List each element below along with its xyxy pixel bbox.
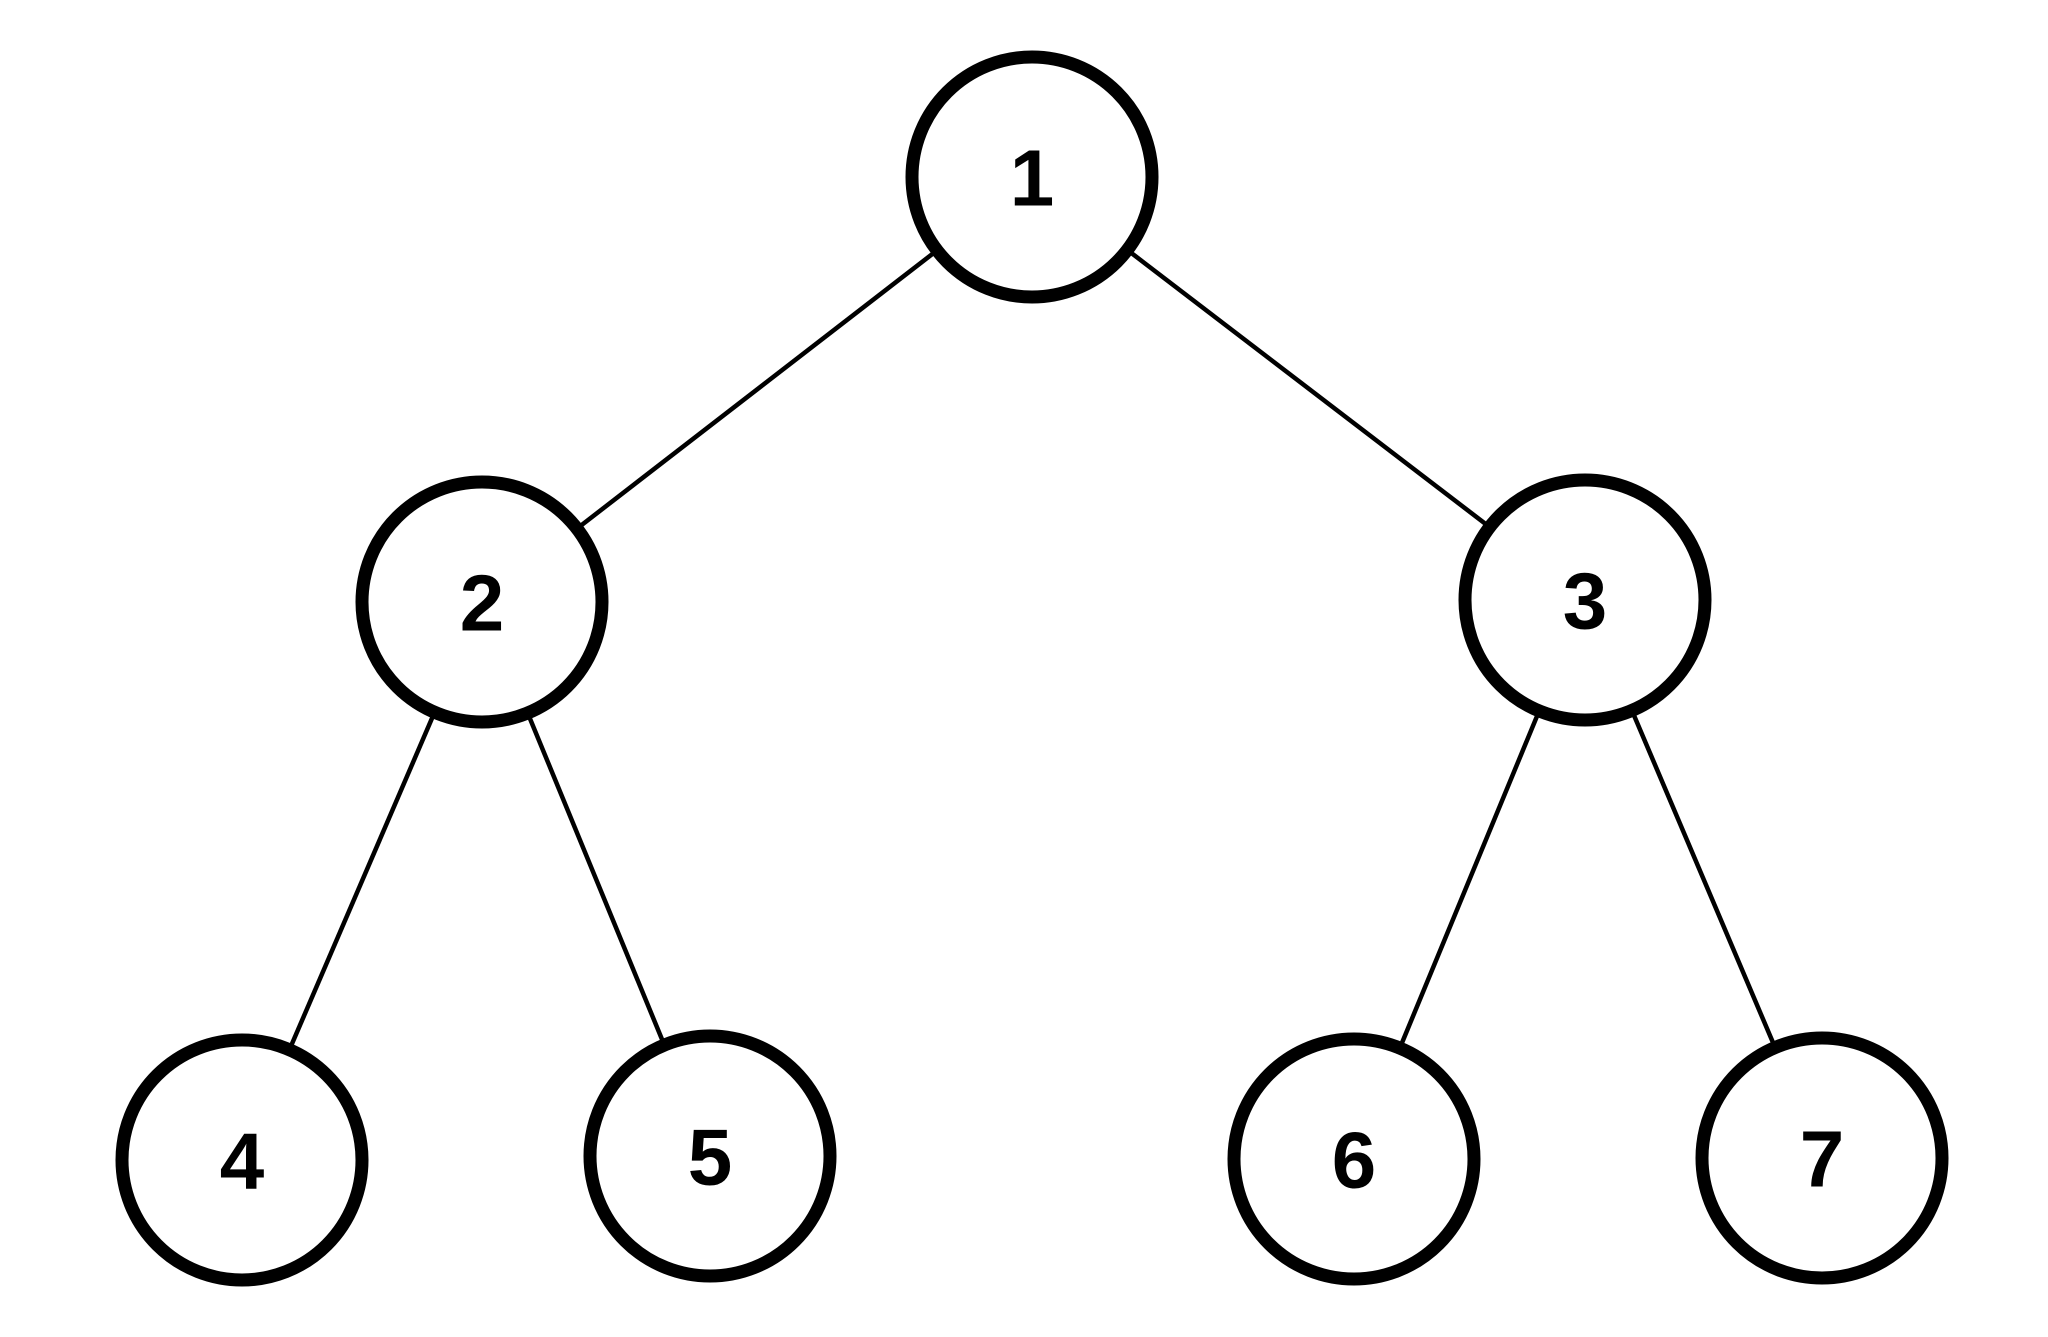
node-circle-3 xyxy=(1458,473,1712,727)
node-circle-5 xyxy=(583,1029,837,1283)
node-circle-2 xyxy=(355,475,609,729)
node-label-7: 7 xyxy=(1800,1114,1845,1203)
node-circle-4 xyxy=(115,1033,369,1287)
tree-node-3: 3 xyxy=(1458,473,1712,727)
node-circle-1 xyxy=(905,50,1159,304)
node-label-2: 2 xyxy=(460,558,505,647)
node-label-4: 4 xyxy=(220,1116,265,1205)
node-label-5: 5 xyxy=(688,1112,733,1201)
node-label-6: 6 xyxy=(1332,1115,1377,1204)
tree-node-6: 6 xyxy=(1227,1032,1481,1286)
tree-node-7: 7 xyxy=(1695,1031,1949,1285)
node-circle-6 xyxy=(1227,1032,1481,1286)
tree-node-1: 1 xyxy=(905,50,1159,304)
node-label-1: 1 xyxy=(1010,133,1055,222)
tree-node-5: 5 xyxy=(583,1029,837,1283)
tree-node-2: 2 xyxy=(355,475,609,729)
node-circle-7 xyxy=(1695,1031,1949,1285)
tree-node-4: 4 xyxy=(115,1033,369,1287)
node-label-3: 3 xyxy=(1563,556,1608,645)
